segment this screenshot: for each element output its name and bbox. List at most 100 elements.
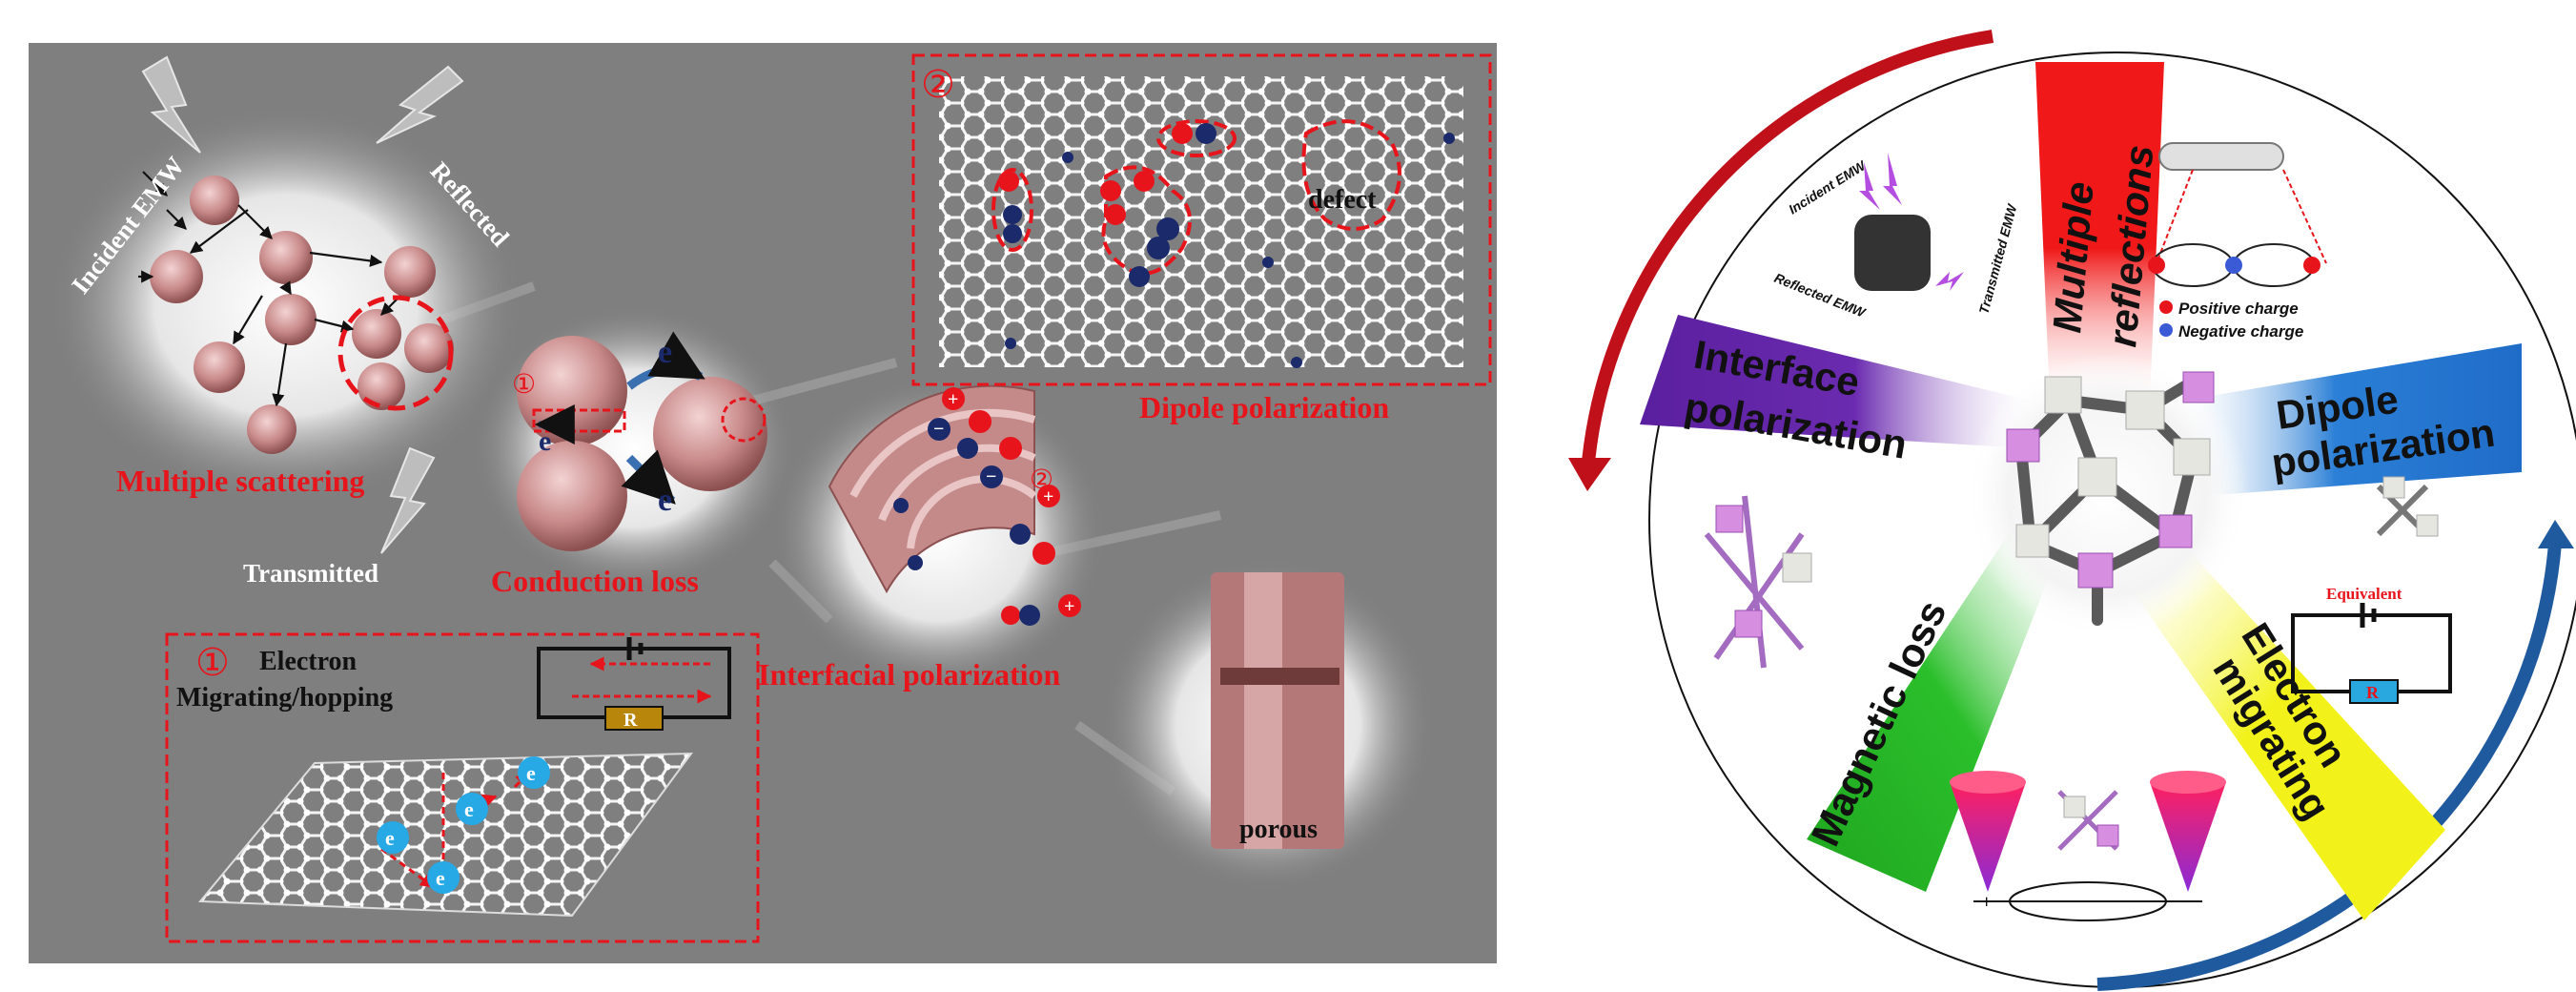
negative-charge <box>2225 257 2242 274</box>
positive-charge <box>1134 171 1155 192</box>
sphere <box>194 341 245 393</box>
legend-positive-dot <box>2159 300 2173 314</box>
positive-charge <box>1105 204 1126 225</box>
electron-symbol: e <box>436 866 445 890</box>
transmitted-label: Transmitted <box>243 559 378 588</box>
electron <box>456 793 488 825</box>
positive-charge <box>2303 257 2320 274</box>
resistor-label: R <box>624 710 638 731</box>
magnetic-cone-right-top <box>2150 771 2226 794</box>
electron-flow-arrow <box>621 449 676 505</box>
interfacial-polarization-label: Interfacial polarization <box>758 657 1060 692</box>
segment-multiple-reflections <box>2035 62 2164 401</box>
electron-label-line2: Migrating/hopping <box>176 683 393 713</box>
positive-charge <box>1172 123 1193 144</box>
electron-marker-1: ① <box>195 641 230 684</box>
magnetic-cone-left <box>1950 782 2026 892</box>
interfacial-plus-sign: + <box>1064 596 1074 617</box>
dopant-atom <box>1291 357 1302 368</box>
incident-bolt-icon <box>141 55 201 154</box>
cycle-arrowhead-top-left <box>1568 458 1611 491</box>
legend-negative-dot <box>2159 323 2173 337</box>
positive-charge <box>942 387 965 410</box>
polyhedron <box>2044 376 2082 414</box>
positive-charge <box>999 437 1022 460</box>
legend-negative-charge: Negative charge <box>2178 322 2303 341</box>
negative-charge <box>1156 217 1179 240</box>
segment-magnetic-loss <box>1807 529 2055 892</box>
positive-charge <box>1001 606 1020 625</box>
reflection-bolts <box>1859 153 1964 291</box>
dopant-atom <box>1062 152 1073 163</box>
circuit: R <box>537 637 731 731</box>
electron-symbol: e <box>658 335 672 370</box>
polyhedron <box>2077 457 2117 497</box>
polyhedron <box>2182 371 2215 403</box>
polyhedron <box>2125 390 2165 430</box>
reflected-bolt-icon <box>376 65 464 144</box>
negative-charge <box>1196 123 1216 144</box>
equivalent-resistor <box>2349 679 2399 704</box>
segment-interface-polarization <box>1640 315 2031 448</box>
nanotube-icon <box>2158 142 2284 171</box>
small-framework-icon <box>2376 476 2439 537</box>
scattering-spheres <box>150 176 454 454</box>
polyhedron <box>2077 552 2114 589</box>
electron-box <box>165 632 760 943</box>
cycle-arrow-top-left <box>1581 30 1994 473</box>
magnetic-minus-sign: − <box>2181 892 2192 913</box>
interfacial-minus-sign: − <box>933 419 944 440</box>
interface-framework-icon <box>1704 495 1812 669</box>
positive-charge <box>1058 594 1081 617</box>
conduction-sphere <box>517 441 627 551</box>
magnetic-cone-left-top <box>1950 771 2026 794</box>
electron <box>377 821 409 854</box>
right-panel: Multiple reflections Dipole polarization… <box>1568 30 2576 991</box>
magnetic-cone-right <box>2150 782 2226 892</box>
positive-charge <box>998 171 1019 192</box>
positive-charge <box>969 410 992 433</box>
magnetic-framework-icon <box>2057 790 2119 851</box>
porous-label: porous <box>1239 815 1318 844</box>
cycle-arrowhead-bottom-right <box>2538 520 2574 548</box>
interfacial-shell-section <box>828 384 1035 594</box>
legend-positive-charge: Positive charge <box>2178 300 2299 318</box>
defect-label: defect <box>1308 185 1377 215</box>
porous-wall-highlight <box>1244 572 1282 849</box>
equivalent-label: Equivalent <box>2326 585 2402 603</box>
polyhedron <box>2173 438 2211 476</box>
dipole-polarization-label: Dipole polarization <box>1139 390 1389 424</box>
sphere <box>150 250 203 303</box>
conduction-highlight-circle <box>721 397 767 443</box>
negative-charge <box>1003 205 1022 224</box>
polyhedron <box>2158 514 2193 548</box>
negative-charge <box>1003 224 1022 243</box>
negative-charge <box>1147 237 1170 259</box>
negative-charge <box>980 465 1003 488</box>
negative-charge <box>1010 524 1031 545</box>
polyhedron <box>2006 428 2040 463</box>
resistor-box <box>604 706 664 731</box>
negative-charge <box>928 418 951 441</box>
segment-dipole-polarization <box>2183 343 2522 496</box>
dipole-defect-outlines <box>992 119 1401 276</box>
dipole-marker-2: ② <box>921 63 955 106</box>
electron-flow-arrow <box>626 331 705 390</box>
dipole-box <box>911 53 1492 386</box>
electron-symbol: e <box>526 761 536 785</box>
conduction-loss-label: Conduction loss <box>491 564 699 598</box>
interfacial-minus-sign: − <box>986 466 996 487</box>
interfacial-shell-ring <box>907 475 1037 549</box>
sphere <box>247 404 296 454</box>
electron <box>427 861 460 894</box>
negative-charge <box>893 498 909 513</box>
sphere <box>384 246 436 298</box>
positive-charge <box>2148 257 2165 274</box>
sphere <box>190 176 239 225</box>
multiple-scattering-label: Multiple scattering <box>116 464 364 498</box>
electron-symbol: e <box>539 425 551 457</box>
porous-particle-icon <box>1854 215 1931 291</box>
conduction-highlight-box <box>532 408 626 433</box>
electron-label-line1: Electron <box>259 647 358 676</box>
